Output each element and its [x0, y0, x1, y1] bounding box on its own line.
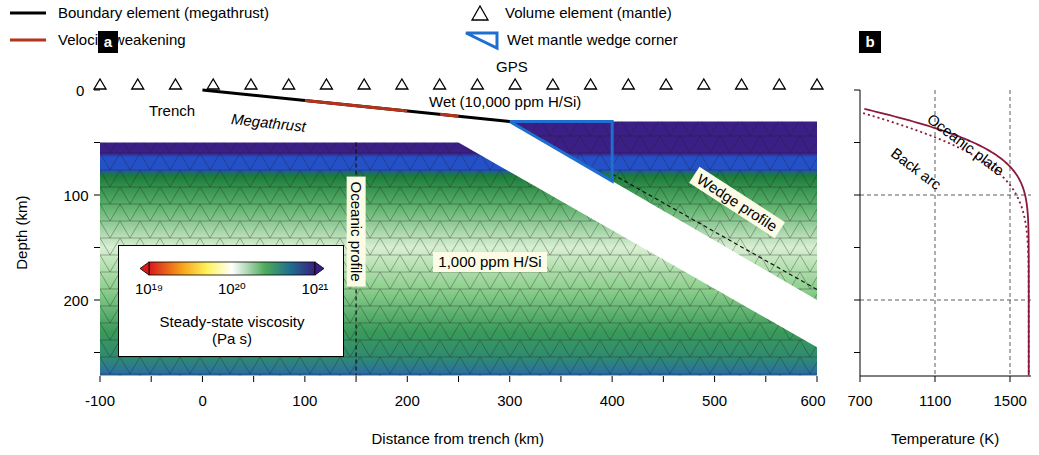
- tick-label: 300: [497, 392, 522, 409]
- gps-station: [698, 79, 710, 89]
- gps-station: [94, 79, 106, 89]
- tick-label: -100: [85, 392, 115, 409]
- node-text: 1,000 ppm H/Si: [438, 253, 541, 270]
- fault-label: Megathrust: [230, 110, 306, 135]
- gps-station: [207, 79, 219, 89]
- region-label: Wet (10,000 ppm H/Si): [429, 93, 581, 110]
- gps-station: [132, 79, 144, 89]
- legend-label: Volume element (mantle): [505, 4, 672, 21]
- legend-sample: [10, 39, 46, 42]
- node-text: a: [104, 33, 112, 50]
- panel-label: b: [859, 31, 880, 52]
- mesh-triangles: [510, 122, 817, 301]
- velocity-weakening: [305, 101, 407, 112]
- station-label: GPS: [496, 58, 528, 75]
- colorbar-box: 10¹⁹ 10²⁰ 10²¹ Steady-state viscosity (Pa s…: [118, 245, 344, 357]
- legend-sample: [10, 12, 46, 15]
- gps-station: [320, 79, 332, 89]
- legend-sample: [472, 6, 488, 20]
- gps-station: [811, 79, 823, 89]
- axis-title: Temperature (K): [891, 430, 999, 447]
- tick-label: 0: [198, 392, 206, 409]
- node-text: b: [865, 33, 874, 50]
- curve-label: Oceanic plate: [924, 110, 1008, 179]
- tick-label: 100: [64, 187, 89, 204]
- legend-label: Velocity weakening: [58, 31, 186, 48]
- tick-label: 100: [292, 392, 317, 409]
- tick-label: 1100: [919, 392, 951, 409]
- tick-label: 700: [848, 392, 873, 409]
- tick-label: 600: [801, 392, 826, 409]
- mesh-triangles: [100, 143, 817, 376]
- node-text: Oceanic profile: [347, 182, 364, 282]
- gps-station: [547, 79, 559, 89]
- tick-label: 400: [600, 392, 625, 409]
- legend-label: Wet mantle wedge corner: [507, 31, 678, 48]
- legend-sample: [466, 33, 497, 48]
- gps-station: [396, 79, 408, 89]
- back-arc-geotherm: [863, 113, 1029, 376]
- colorbar-tick: 10²⁰: [218, 280, 246, 297]
- gps-station: [736, 79, 748, 89]
- gps-station: [358, 79, 370, 89]
- colorbar-tick: 10²¹: [302, 280, 329, 297]
- legend-label: Boundary element (megathrust): [58, 4, 269, 21]
- gps-station: [660, 79, 672, 89]
- oceanic-plate-geotherm: [864, 109, 1028, 376]
- axis-title: Distance from trench (km): [372, 430, 545, 447]
- mantle-region: [510, 122, 817, 301]
- trench-label: Trench: [149, 102, 195, 119]
- axis-title: Depth (km): [13, 195, 30, 269]
- tick-label: 200: [64, 292, 89, 309]
- tick-label: 1500: [994, 392, 1027, 409]
- velocity-weakening: [440, 114, 458, 116]
- mantle-region: [100, 143, 817, 376]
- temperature-panel: [854, 90, 1031, 382]
- tick-label: 0: [76, 82, 84, 99]
- region-label: 1,000 ppm H/Si: [433, 252, 546, 271]
- profile-label: Oceanic profile: [346, 177, 365, 287]
- gps-station: [509, 79, 521, 89]
- tick-label: 200: [395, 392, 420, 409]
- gps-station: [622, 79, 634, 89]
- panel-label: a: [98, 31, 118, 52]
- axis-ticks: [94, 90, 817, 382]
- colorbar-tick: 10¹⁹: [135, 280, 163, 297]
- gps-station: [471, 79, 483, 89]
- colorbar-title: Steady-state viscosity (Pa s): [157, 313, 307, 348]
- curve-label: Back arc: [888, 144, 945, 193]
- wet-wedge-corner: [510, 122, 612, 182]
- gps-station: [169, 79, 181, 89]
- tick-label: 500: [702, 392, 727, 409]
- gps-station: [585, 79, 597, 89]
- gps-station: [773, 79, 785, 89]
- gps-station: [245, 79, 257, 89]
- gps-station: [283, 79, 295, 89]
- gps-station: [434, 79, 446, 89]
